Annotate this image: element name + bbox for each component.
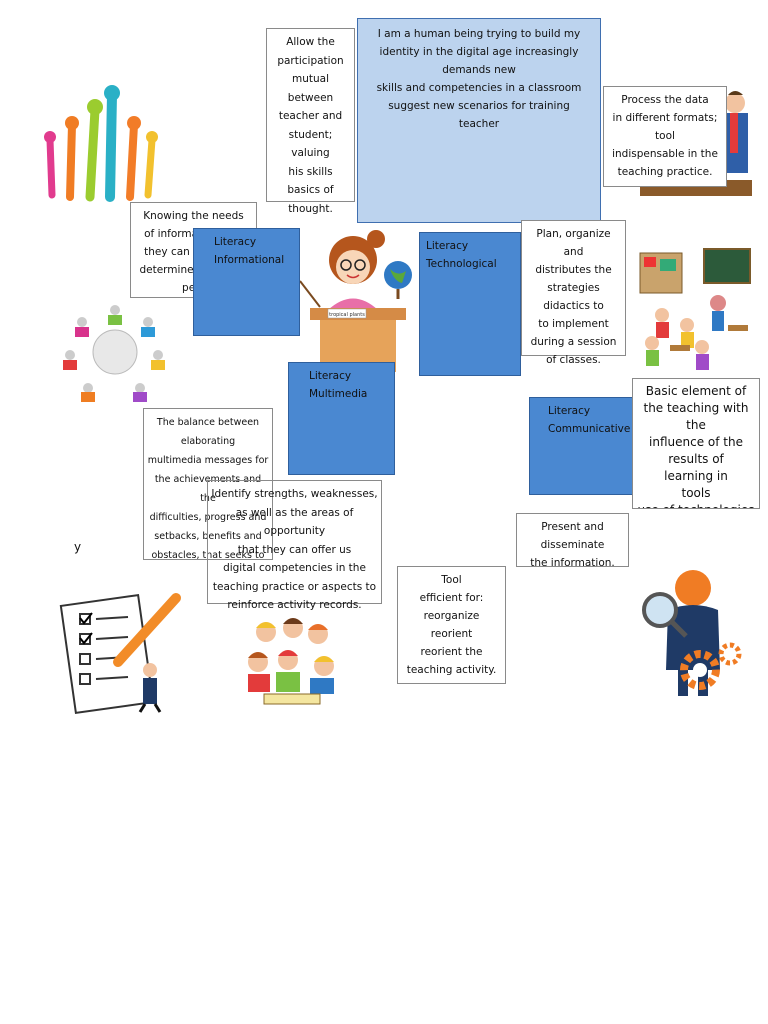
literacy-multimedia: Literacy Multimedia — [288, 362, 395, 475]
identity-box: I am a human being trying to build my id… — [357, 18, 601, 223]
magnifier-gear-man-illustration — [642, 570, 742, 696]
literacy-communicative: Literacy Communicative — [529, 397, 635, 495]
process-data-box: Process the data in different formats; t… — [603, 86, 727, 187]
balance-box: The balance between elaborating multimed… — [143, 408, 273, 560]
participation-box: Allow the participation mutual between t… — [266, 28, 355, 215]
students-group-illustration — [248, 618, 334, 705]
stray-letter: y — [74, 540, 82, 554]
tool-box: Tool efficient for: reorganize reorient … — [397, 566, 506, 684]
teacher-at-lectern-illustration: tropical plants — [299, 230, 412, 372]
present-box: Present and disseminate the information. — [516, 513, 629, 569]
basic-element-box: Basic element of the teaching with the i… — [632, 378, 760, 509]
puzzle-team-illustration — [63, 305, 165, 402]
classroom-scene-illustration — [639, 248, 751, 370]
raised-hands-illustration — [44, 85, 158, 202]
identify-box: Identify strengths, weaknesses, as well … — [207, 480, 382, 611]
lectern-label: tropical plants — [329, 312, 365, 318]
plan-box: Plan, organize and distributes the strat… — [521, 220, 626, 366]
literacy-informational: Literacy Informational — [193, 228, 300, 336]
checklist-pencil-illustration — [59, 593, 181, 715]
literacy-technological: Literacy Technological — [419, 232, 521, 376]
